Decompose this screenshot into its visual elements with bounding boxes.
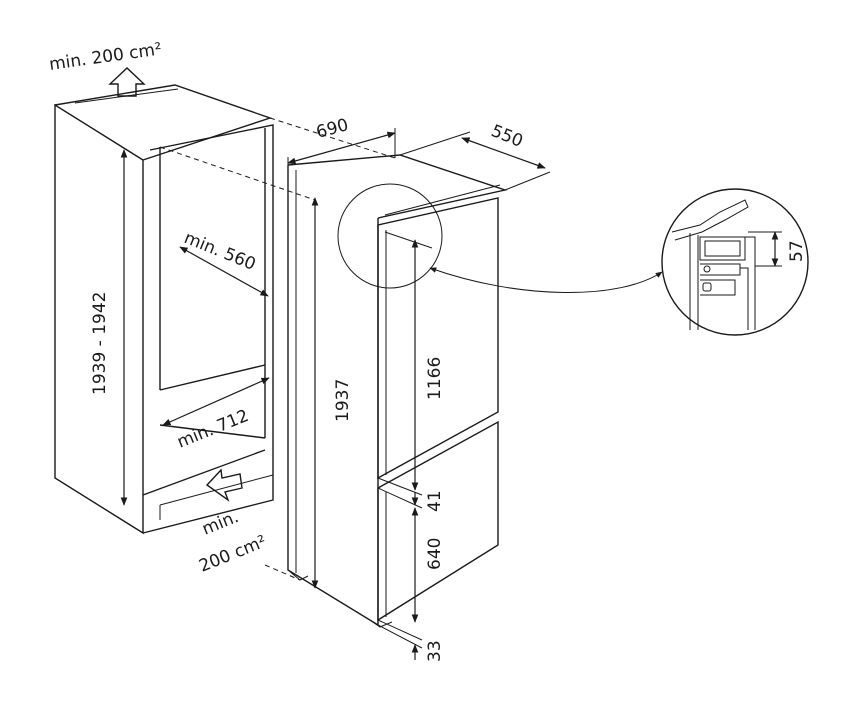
projection-lines	[159, 117, 396, 581]
door-gap-label: 41	[425, 490, 445, 512]
niche-depth-dimension	[162, 377, 270, 426]
door-gap-dimension	[377, 477, 423, 509]
niche-width-dimension	[179, 246, 269, 297]
vent-in-arrow-icon	[205, 468, 243, 502]
niche-depth-label: min. 712	[174, 406, 251, 453]
bottom-gap-label: 33	[425, 640, 445, 662]
niche-width-label: min. 560	[181, 228, 258, 275]
lower-door-label: 640	[425, 538, 445, 570]
lower-door-dimension	[377, 507, 423, 641]
niche-cabinet	[54, 84, 274, 535]
upper-door-label: 1166	[425, 357, 445, 400]
vent-up-arrow-icon	[108, 67, 146, 97]
bottom-gap-dimension	[377, 624, 423, 660]
detail-view	[661, 188, 809, 336]
vent-bottom-label-line1: min.	[199, 507, 241, 540]
appliance-width-label: 550	[488, 121, 526, 152]
appliance-depth-label: 690	[314, 115, 351, 143]
vent-top-label: min. 200 cm²	[48, 39, 163, 75]
appliance-depth-dimension	[287, 128, 396, 170]
upper-door-dimension	[384, 231, 433, 491]
appliance-height-label: 1937	[333, 379, 353, 422]
appliance-width-dimension	[399, 131, 551, 191]
niche-height-label: 1939 - 1942	[90, 292, 110, 395]
detail-height-label: 57	[787, 240, 807, 262]
detail-callout-circle	[337, 183, 663, 293]
appliance-body	[287, 154, 508, 628]
